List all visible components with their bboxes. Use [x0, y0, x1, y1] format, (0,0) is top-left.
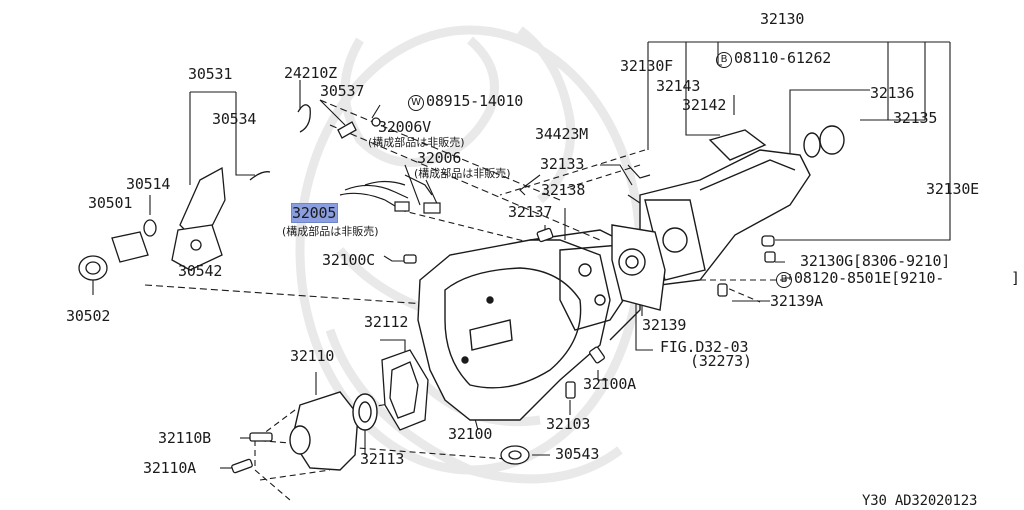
adapter-plate [611, 224, 666, 311]
part-label-30534[interactable]: 30534 [212, 110, 257, 128]
part-label-30543[interactable]: 30543 [555, 445, 600, 463]
part-label-32139[interactable]: 32139 [642, 316, 687, 334]
part-label-32138[interactable]: 32138 [541, 181, 586, 199]
transmission-case [417, 229, 641, 421]
part-label-32006v[interactable]: 32006V [378, 118, 431, 136]
bolts [231, 227, 776, 474]
part-label-32110[interactable]: 32110 [290, 347, 335, 365]
part-label-32110a[interactable]: 32110A [143, 459, 196, 477]
part-label-32006[interactable]: 32006 [417, 149, 462, 167]
part-label-32133[interactable]: 32133 [540, 155, 585, 173]
part-label-32100a[interactable]: 32100A [583, 375, 636, 393]
part-label-32273: (32273) [690, 352, 752, 370]
part-label-32130f[interactable]: 32130F [620, 57, 673, 75]
highlighted-part-box [291, 203, 338, 223]
part-label-32137[interactable]: 32137 [508, 203, 553, 221]
circle-b-icon: B [776, 272, 792, 288]
note-32006-not-sold: (構成部品は非販売) [414, 167, 511, 180]
note-32005-not-sold: (構成部品は非販売) [282, 225, 379, 238]
part-label-30531[interactable]: 30531 [188, 65, 233, 83]
part-label-24210z[interactable]: 24210Z [284, 64, 337, 82]
part-label-32110b[interactable]: 32110B [158, 429, 211, 447]
part-label-32130g[interactable]: 32130G[8306-9210] [800, 252, 951, 270]
part-label-30537[interactable]: 30537 [320, 82, 365, 100]
release-fork-group [78, 104, 381, 281]
part-label-32112[interactable]: 32112 [364, 313, 409, 331]
part-label-32130[interactable]: 32130 [760, 10, 805, 28]
part-label-32100[interactable]: 32100 [448, 425, 493, 443]
front-cover [289, 391, 378, 471]
part-label-fig-d32-03[interactable]: FIG.D32-03 [660, 338, 749, 356]
part-label-32130e[interactable]: 32130E [926, 180, 979, 198]
figure-code-footer: Y30 AD32020123 [862, 493, 978, 509]
part-label-32142[interactable]: 32142 [682, 96, 727, 114]
part-label-32135[interactable]: 32135 [893, 109, 938, 127]
part-label-34423m[interactable]: 34423M [535, 125, 588, 143]
part-label-30502[interactable]: 30502 [66, 307, 111, 325]
part-label-30501[interactable]: 30501 [88, 194, 133, 212]
note-32006v-not-sold: (構成部品は非販売) [368, 136, 465, 149]
circle-b-icon: B [716, 52, 732, 68]
sensor-wiring [339, 164, 651, 214]
part-label-32005[interactable]: 32005 [292, 204, 337, 222]
part-label-08120-bracket: ] [1011, 269, 1020, 287]
part-label-32136[interactable]: 32136 [870, 84, 915, 102]
rear-extension [639, 125, 845, 286]
part-label-30542[interactable]: 30542 [178, 262, 223, 280]
part-label-32100c[interactable]: 32100C [322, 251, 375, 269]
part-label-32113[interactable]: 32113 [360, 450, 405, 468]
gasket [381, 349, 429, 431]
part-label-32103[interactable]: 32103 [546, 415, 591, 433]
part-label-30514[interactable]: 30514 [126, 175, 171, 193]
part-label-32139a[interactable]: 32139A [770, 292, 823, 310]
part-label-32143[interactable]: 32143 [656, 77, 701, 95]
circle-w-icon: W [408, 95, 424, 111]
